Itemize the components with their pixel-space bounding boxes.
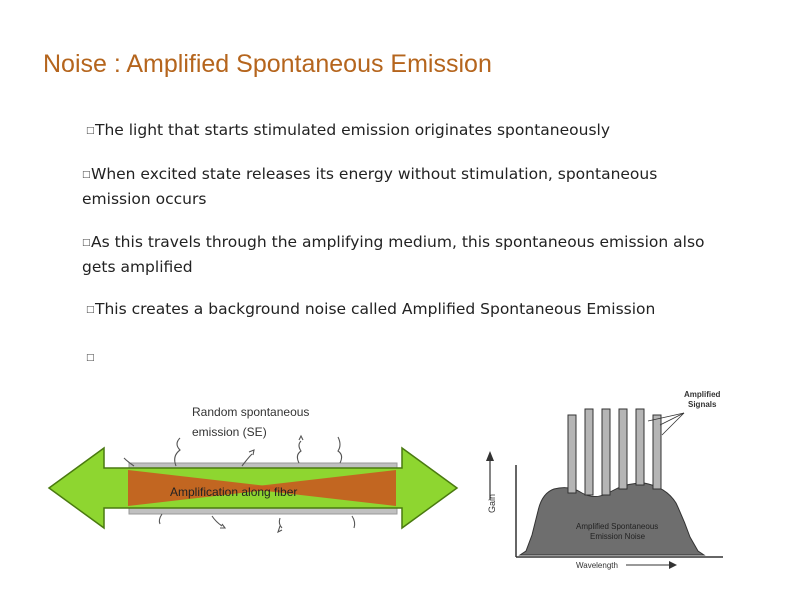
- signals-label-line2: Signals: [688, 400, 717, 409]
- slide-title: Noise : Amplified Spontaneous Emission: [43, 50, 492, 78]
- bullet-5: □: [86, 345, 726, 370]
- bullet-text: This creates a background noise called A…: [95, 300, 656, 318]
- bullet-2: □When excited state releases its energy …: [82, 162, 722, 211]
- signal-callout-lines: [647, 412, 685, 436]
- noise-label-line2: Emission Noise: [590, 532, 646, 541]
- gain-spectrum-figure: Gain Wavelength Amplified Signals Amplif…: [478, 385, 748, 580]
- ase-noise-spectrum: [518, 482, 706, 556]
- fiber-amplification-figure: Random spontaneous emission (SE) Amplifi…: [47, 405, 459, 534]
- amplified-signal-peaks: [567, 408, 662, 496]
- bullet-glyph-icon: □: [86, 126, 95, 136]
- bullet-glyph-icon: □: [82, 238, 91, 248]
- wedge-left: [128, 470, 284, 506]
- bullet-4: □This creates a background noise called …: [86, 297, 726, 322]
- noise-label-line1: Amplified Spontaneous: [576, 522, 658, 531]
- y-axis-arrowhead-icon: [486, 451, 494, 461]
- bullet-text: When excited state releases its energy w…: [82, 165, 658, 208]
- bullet-text: The light that starts stimulated emissio…: [95, 121, 611, 139]
- amplification-label: Amplification along fiber: [170, 485, 297, 499]
- bullet-3: □As this travels through the amplifying …: [82, 230, 722, 279]
- x-axis-label: Wavelength: [576, 561, 618, 570]
- se-label-line1: Random spontaneous: [192, 405, 309, 419]
- bullet-glyph-icon: □: [82, 170, 91, 180]
- y-axis-label: Gain: [487, 494, 497, 513]
- spontaneous-emission-arrows: [123, 434, 356, 534]
- bullet-glyph-icon: □: [86, 353, 95, 363]
- signals-label-line1: Amplified: [684, 390, 721, 399]
- bullet-text: As this travels through the amplifying m…: [82, 233, 705, 276]
- wedge-right: [240, 470, 396, 506]
- se-label-line2: emission (SE): [192, 425, 267, 439]
- x-axis-arrowhead-icon: [669, 561, 677, 569]
- bullet-glyph-icon: □: [86, 305, 95, 315]
- bullet-1: □The light that starts stimulated emissi…: [86, 118, 726, 143]
